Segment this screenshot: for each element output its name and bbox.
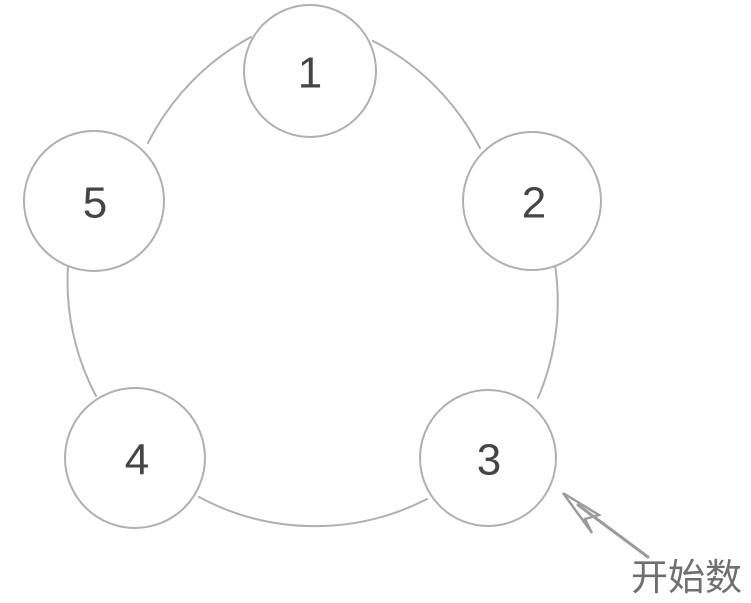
- node-4[interactable]: 4: [64, 387, 206, 529]
- node-2-label: 2: [522, 179, 546, 228]
- edge-2-to-3: [537, 264, 559, 399]
- edge-3-to-4: [198, 496, 428, 528]
- arrow-shaft: [576, 503, 650, 559]
- node-4-label: 4: [125, 436, 149, 485]
- start-annotation-label: 开始数: [631, 556, 742, 599]
- node-5-label: 5: [83, 179, 107, 228]
- arrow-head-icon: [562, 491, 602, 534]
- node-3-label: 3: [477, 436, 501, 485]
- edge-group: [66, 36, 559, 528]
- node-5-circle[interactable]: [23, 130, 165, 272]
- node-2-circle[interactable]: [462, 131, 602, 271]
- node-1-label: 1: [298, 49, 322, 98]
- node-3[interactable]: 3: [419, 389, 557, 527]
- node-1[interactable]: 1: [243, 4, 377, 138]
- start-annotation-arrow: [562, 491, 650, 559]
- node-4-circle[interactable]: [64, 387, 206, 529]
- node-group: 1 2 3 4 5: [23, 4, 602, 529]
- node-2[interactable]: 2: [462, 131, 602, 271]
- node-5[interactable]: 5: [23, 130, 165, 272]
- node-3-circle[interactable]: [419, 389, 557, 527]
- edge-1-to-2: [372, 40, 481, 149]
- edge-4-to-5: [66, 265, 97, 397]
- node-1-circle[interactable]: [243, 4, 377, 138]
- edge-5-to-1: [147, 36, 252, 144]
